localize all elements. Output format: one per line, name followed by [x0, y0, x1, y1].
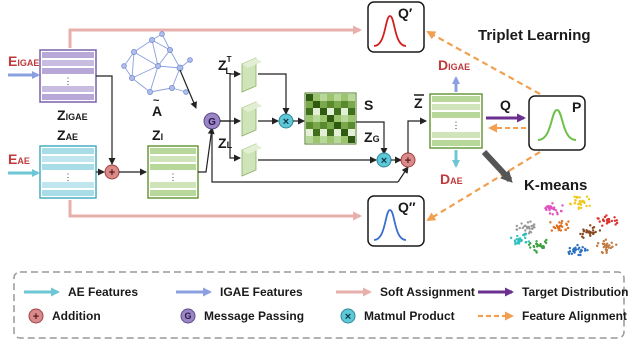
svg-text:⋮: ⋮: [169, 172, 178, 182]
bypass-to-add: [397, 166, 409, 183]
legend-item-message-passing: G Message Passing: [180, 308, 304, 324]
legend-label: AE Features: [68, 285, 138, 299]
matmul-node-2: ×: [376, 152, 392, 168]
kmeans-clusters: [509, 195, 619, 257]
d-igae-label: DIGAE: [438, 57, 470, 73]
z-ae-label: ZAE: [57, 127, 78, 143]
s-matrix: [304, 92, 357, 145]
input-arrows: [8, 71, 40, 177]
legend-label: IGAE Features: [220, 285, 303, 299]
legend-label: Message Passing: [204, 309, 304, 323]
message-passing-node: G: [203, 112, 221, 130]
q-prime-box: [367, 1, 425, 53]
svg-text:⋮: ⋮: [64, 76, 73, 86]
alignment-to-q-prime: [426, 31, 541, 95]
svg-text:×: ×: [345, 311, 351, 323]
q-double-prime-box: [367, 195, 425, 247]
legend-label: Addition: [52, 309, 101, 323]
z-g-label: ZG: [364, 129, 380, 145]
kmeans-arrow: [481, 149, 513, 183]
legend-item-feature-alignment: Feature Alignment: [478, 309, 627, 323]
z-tilde-matrix: ⋮: [429, 93, 483, 149]
z-lt-block: [241, 57, 262, 93]
add-to-ztilde: [407, 117, 427, 153]
q-label: Q: [500, 97, 511, 113]
svg-text:×: ×: [283, 116, 289, 128]
legend-item-soft-assignment: Soft Assignment: [336, 285, 475, 299]
a-tilde-mark: ~: [153, 95, 160, 107]
s-label: S: [364, 97, 373, 113]
g-branches: [211, 70, 398, 183]
svg-text:+: +: [405, 155, 411, 167]
addition-node-1: +: [104, 164, 120, 180]
p-distribution-box: [528, 95, 586, 151]
graph-nodes: [121, 31, 193, 95]
legend: AE Features IGAE Features Soft Assignment T…: [24, 285, 628, 324]
alignment-to-q-double: [426, 151, 541, 222]
svg-text:+: +: [33, 311, 39, 323]
s-to-matmul2: [356, 121, 388, 155]
legend-item-target-distribution: Target Distribution: [478, 285, 628, 299]
z-i-matrix: ⋮: [147, 145, 199, 199]
d-ae-label: DAE: [440, 171, 463, 187]
svg-text:G: G: [208, 117, 216, 128]
z-l-label: ZL: [218, 135, 233, 151]
legend-label: Matmul Product: [364, 309, 455, 323]
e-igae-label: EIGAE: [8, 53, 39, 69]
z-igae-matrix: ⋮: [39, 49, 97, 103]
triplet-learning-title: Triplet Learning: [478, 27, 591, 44]
igae-to-add: [96, 75, 116, 165]
matmul-node-1: ×: [278, 113, 294, 129]
legend-item-addition: + Addition: [28, 308, 101, 324]
graph-a-tilde: [123, 33, 191, 93]
e-ae-label: EAE: [8, 151, 30, 167]
legend-box: [13, 271, 625, 339]
svg-text:+: +: [109, 167, 115, 179]
svg-text:G: G: [184, 311, 191, 321]
legend-label: Target Distribution: [522, 285, 628, 299]
a-tilde-label: A: [152, 103, 162, 119]
graph-to-g: [179, 69, 197, 109]
q-double-prime-label: Q″: [398, 199, 416, 215]
svg-text:⋮: ⋮: [64, 172, 73, 182]
svg-text:⋮: ⋮: [452, 120, 461, 130]
soft-arrow-bottom: [68, 200, 362, 221]
soft-assignment-arrows: [68, 25, 362, 221]
z-l-block-bottom: [241, 143, 262, 177]
p-label: P: [572, 99, 581, 115]
legend-item-igae-features: IGAE Features: [176, 285, 303, 299]
legend-item-ae-features: AE Features: [24, 285, 138, 299]
svg-text:×: ×: [381, 155, 387, 167]
legend-label: Feature Alignment: [522, 309, 627, 323]
z-tilde-label: Z: [414, 95, 423, 111]
z-i-label: ZI: [152, 127, 163, 143]
z-igae-label: ZIGAE: [57, 107, 88, 123]
zlt-to-matmul: [258, 73, 290, 115]
soft-arrow-top: [68, 25, 362, 48]
z-l-block-mid: [241, 101, 262, 137]
addition-node-2: +: [400, 152, 416, 168]
z-ae-matrix: ⋮: [39, 145, 97, 199]
zi-to-g: [198, 127, 215, 173]
kmeans-label: K-means: [524, 177, 587, 194]
q-prime-label: Q′: [398, 5, 413, 21]
legend-label: Soft Assignment: [380, 285, 475, 299]
legend-item-matmul-product: × Matmul Product: [340, 308, 455, 324]
